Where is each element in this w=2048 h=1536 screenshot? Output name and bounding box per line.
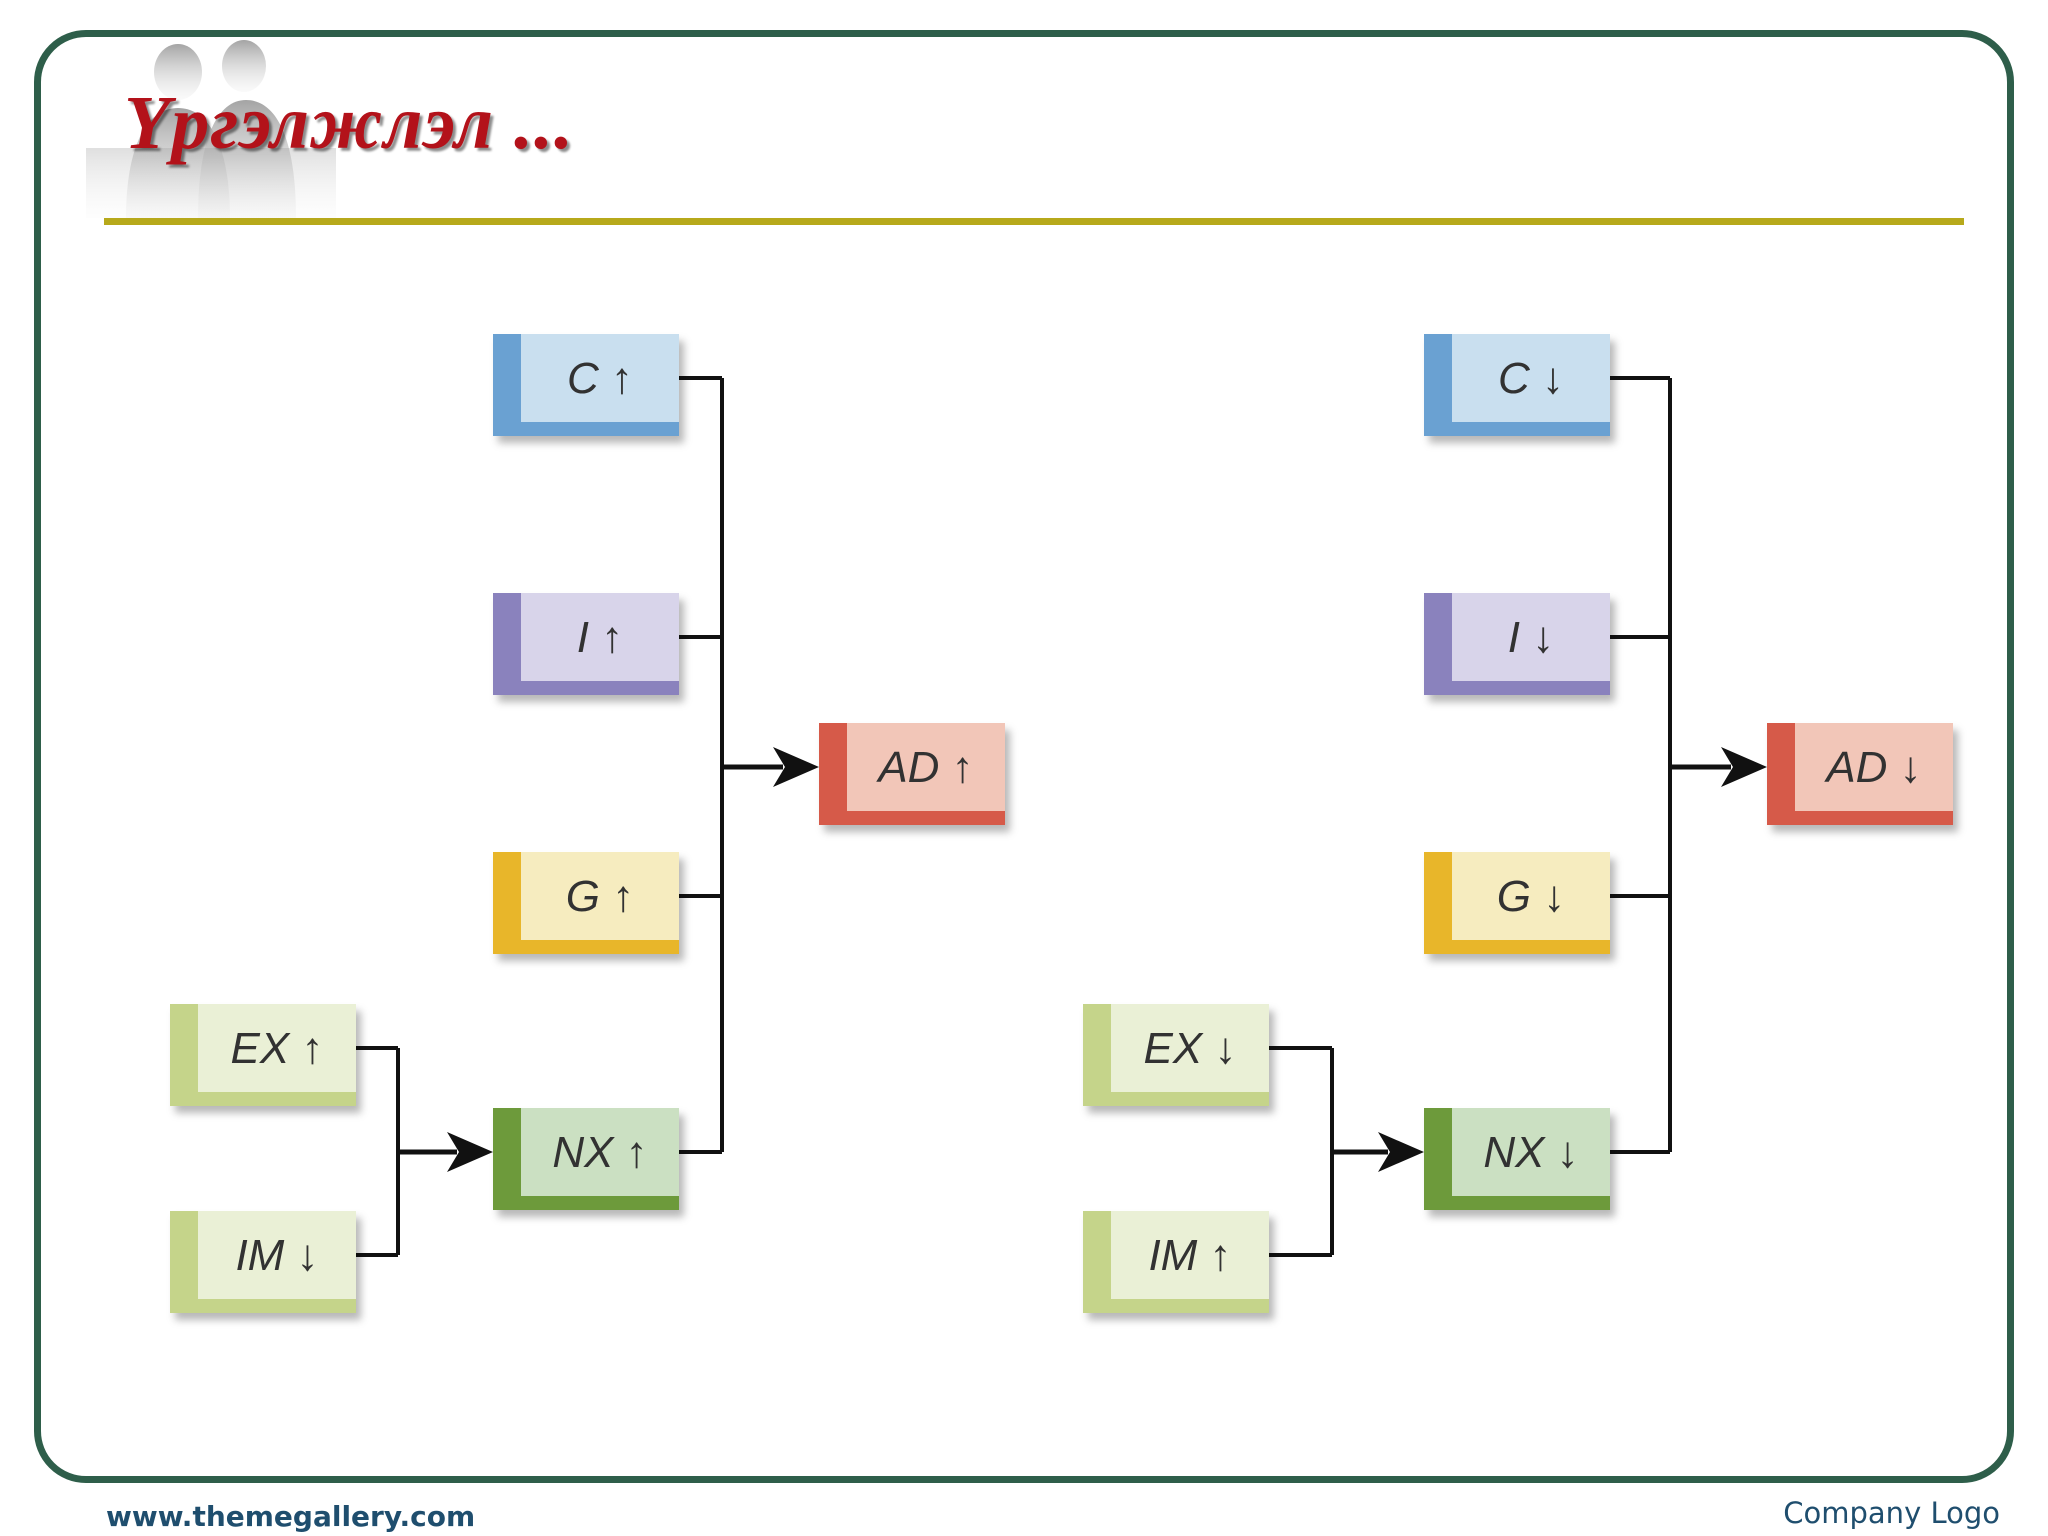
connector-l_nx [356, 1046, 493, 1257]
node-accent-bar [493, 334, 521, 436]
node-r-im: IM ↑ [1083, 1211, 1269, 1313]
node-label: AD ↓ [1823, 743, 1921, 792]
node-bottom-band [1424, 1196, 1610, 1210]
arrowhead-icon [1721, 747, 1767, 787]
node-body [1424, 852, 1610, 954]
node-bottom-band [1424, 681, 1610, 695]
node-bottom-band [170, 1299, 356, 1313]
node-accent-bar [1767, 723, 1795, 825]
node-bottom-band [1424, 940, 1610, 954]
node-layer: C ↑ I ↑ G ↑ NX ↑ EX ↑ IM ↓ AD ↑ C ↓ I ↓ G ↓ NX ↓ EX… [170, 334, 1953, 1313]
node-r-c: C ↓ [1424, 334, 1610, 436]
node-label: C ↓ [1498, 354, 1564, 403]
node-l-c: C ↑ [493, 334, 679, 436]
node-body [1424, 593, 1610, 695]
connector-r_ad [1610, 376, 1767, 1154]
node-label: NX ↑ [552, 1128, 647, 1177]
node-accent-bar [493, 593, 521, 695]
node-accent-bar [1083, 1004, 1111, 1106]
arrowhead-icon [773, 747, 819, 787]
node-l-ex: EX ↑ [170, 1004, 356, 1106]
node-accent-bar [1424, 593, 1452, 695]
node-r-nx: NX ↓ [1424, 1108, 1610, 1210]
node-label: AD ↑ [875, 743, 973, 792]
node-label: NX ↓ [1483, 1128, 1578, 1177]
node-bottom-band [493, 681, 679, 695]
node-bottom-band [170, 1092, 356, 1106]
node-body [1767, 723, 1953, 825]
node-bottom-band [493, 940, 679, 954]
node-body [1424, 1108, 1610, 1210]
node-body [1083, 1004, 1269, 1106]
arrowhead-icon [1378, 1132, 1424, 1172]
title-underline [104, 218, 1964, 225]
node-label: G ↓ [1497, 872, 1565, 921]
node-body [1424, 334, 1610, 436]
node-body [170, 1211, 356, 1313]
node-label: EX ↑ [231, 1024, 324, 1073]
footer-url[interactable]: www.themegallery.com [106, 1500, 476, 1533]
node-body [493, 334, 679, 436]
footer-company-logo: Company Logo [1783, 1496, 2000, 1530]
node-label: I ↑ [577, 613, 623, 662]
node-accent-bar [170, 1211, 198, 1313]
node-accent-bar [493, 852, 521, 954]
slide-title: Үргэлжлэл ... [124, 81, 575, 165]
node-l-i: I ↑ [493, 593, 679, 695]
node-body [170, 1004, 356, 1106]
node-accent-bar [1424, 852, 1452, 954]
node-l-ad: AD ↑ [819, 723, 1005, 825]
node-bottom-band [493, 422, 679, 436]
node-r-i: I ↓ [1424, 593, 1610, 695]
node-bottom-band [1083, 1092, 1269, 1106]
node-label: EX ↓ [1144, 1024, 1237, 1073]
node-bottom-band [1083, 1299, 1269, 1313]
node-accent-bar [170, 1004, 198, 1106]
node-accent-bar [1424, 1108, 1452, 1210]
node-accent-bar [1424, 334, 1452, 436]
connector-layer [356, 376, 1767, 1257]
node-accent-bar [1083, 1211, 1111, 1313]
node-l-nx: NX ↑ [493, 1108, 679, 1210]
node-body [493, 852, 679, 954]
node-bottom-band [1424, 422, 1610, 436]
node-accent-bar [493, 1108, 521, 1210]
node-body [1083, 1211, 1269, 1313]
node-l-im: IM ↓ [170, 1211, 356, 1313]
node-r-g: G ↓ [1424, 852, 1610, 954]
node-bottom-band [819, 811, 1005, 825]
node-r-ad: AD ↓ [1767, 723, 1953, 825]
people-silhouette-icon [86, 40, 336, 218]
slide-frame [34, 30, 2014, 1483]
node-accent-bar [819, 723, 847, 825]
node-body [493, 1108, 679, 1210]
node-bottom-band [493, 1196, 679, 1210]
arrowhead-icon [447, 1132, 493, 1172]
node-label: IM ↓ [235, 1231, 318, 1280]
node-r-ex: EX ↓ [1083, 1004, 1269, 1106]
node-label: G ↑ [566, 872, 634, 921]
connector-r_nx [1269, 1046, 1424, 1257]
node-body [493, 593, 679, 695]
node-l-g: G ↑ [493, 852, 679, 954]
connector-l_ad [679, 376, 819, 1154]
node-label: C ↑ [567, 354, 633, 403]
node-label: IM ↑ [1148, 1231, 1231, 1280]
node-bottom-band [1767, 811, 1953, 825]
node-label: I ↓ [1508, 613, 1554, 662]
node-body [819, 723, 1005, 825]
